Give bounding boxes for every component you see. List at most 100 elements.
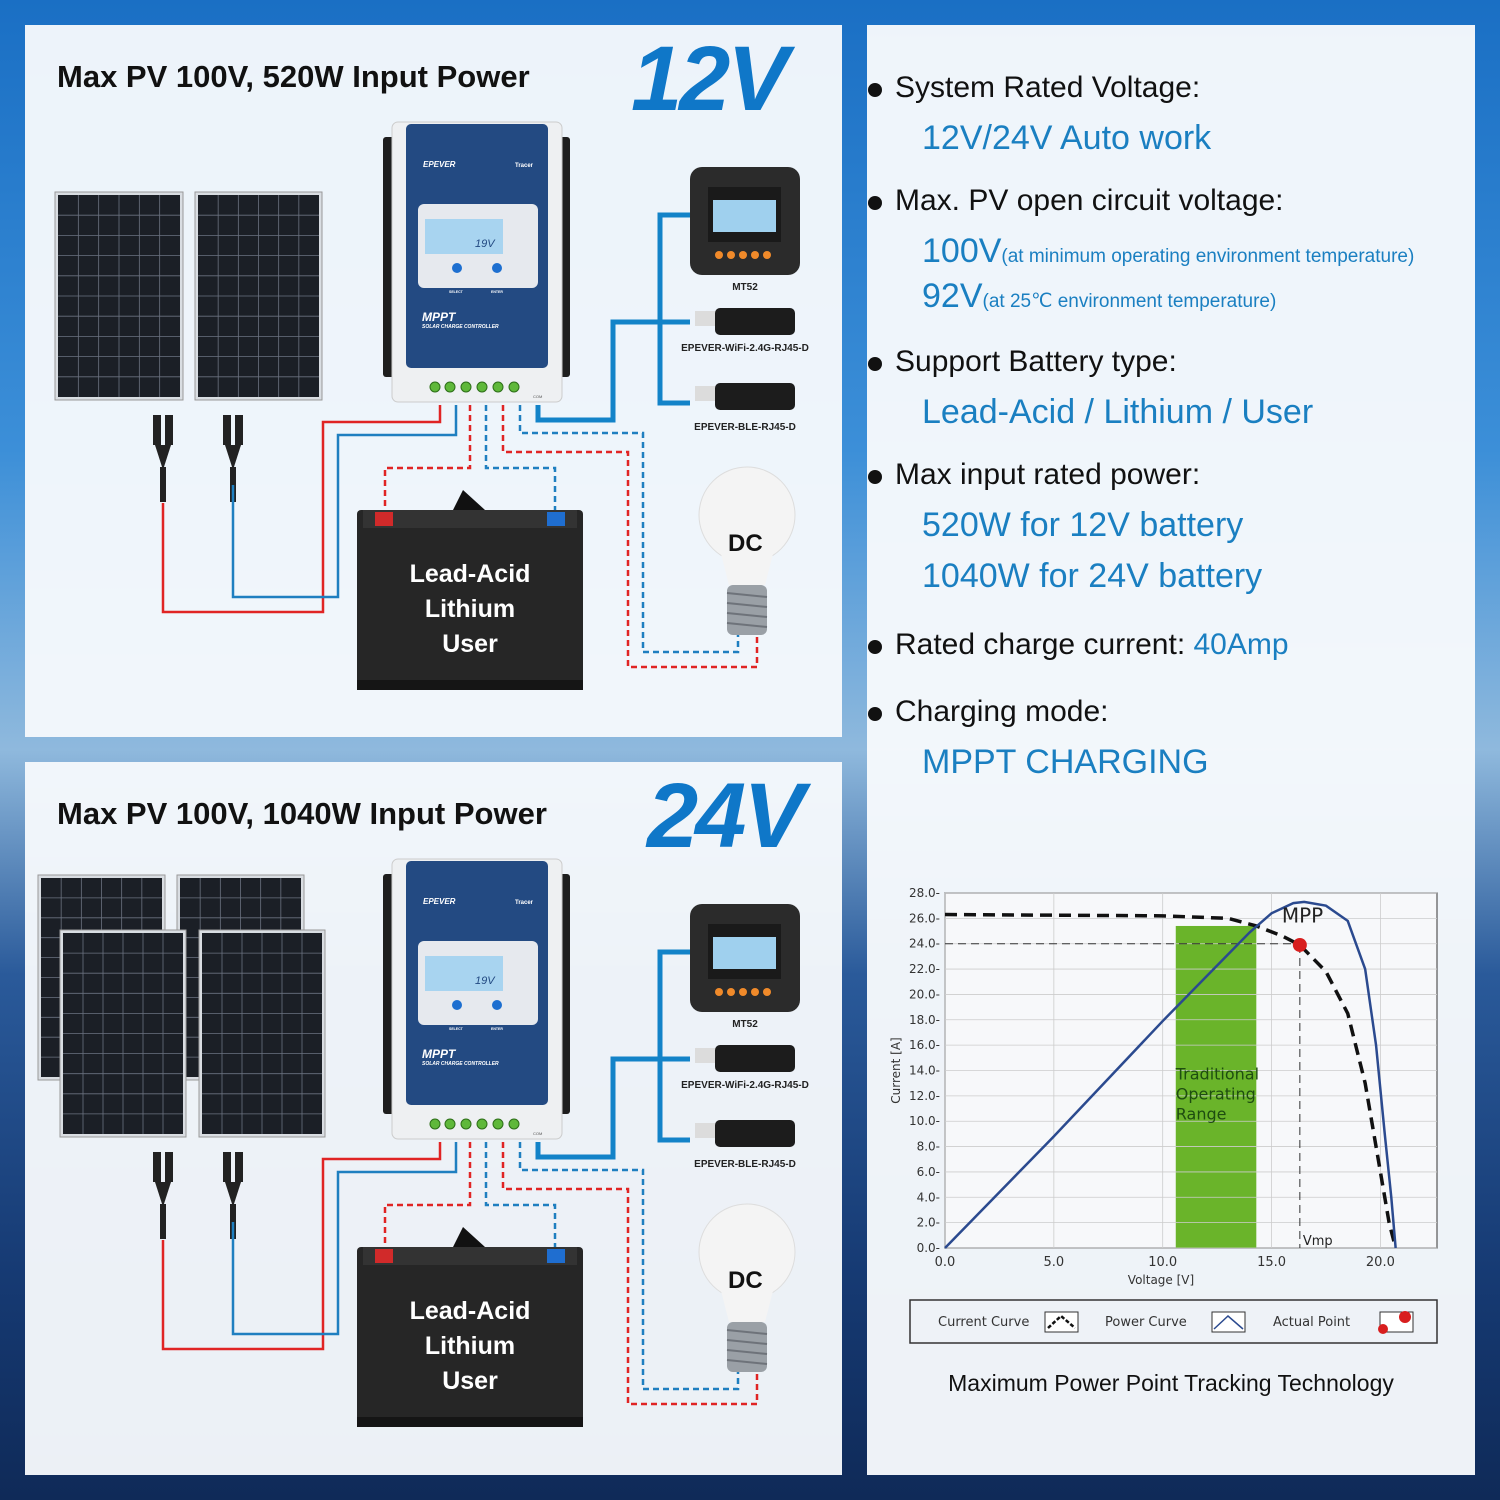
battery-handle bbox=[453, 1227, 485, 1247]
mc4-connector-icon bbox=[153, 415, 173, 502]
pv-positive-wire bbox=[161, 405, 442, 614]
lcd-screen bbox=[425, 956, 503, 991]
battery bbox=[357, 490, 583, 690]
mt52-screen bbox=[713, 937, 776, 969]
spec-input-power-label: Max input rated power: bbox=[867, 458, 1201, 491]
x-tick-label: 5.0 bbox=[1044, 1255, 1065, 1270]
spec-rated-voltage-value: 12V/24V Auto work bbox=[922, 119, 1212, 157]
solar-panel bbox=[194, 191, 323, 401]
y-tick-label: 18.0- bbox=[909, 1013, 940, 1027]
dongle-body bbox=[715, 1120, 795, 1147]
current-curve bbox=[944, 912, 1398, 1249]
y-tick-label: 16.0- bbox=[909, 1038, 940, 1052]
x-tick-label: 15.0 bbox=[1257, 1255, 1286, 1270]
ble-dongle bbox=[695, 383, 795, 410]
terminal-screw bbox=[492, 1118, 504, 1130]
mt52-button bbox=[727, 251, 735, 259]
mc4-connector-icon bbox=[153, 1152, 173, 1239]
mt52-button bbox=[739, 988, 747, 996]
dongle-body bbox=[715, 308, 795, 335]
com-cable bbox=[535, 319, 690, 423]
battery-base bbox=[357, 680, 583, 690]
vmp-label: Vmp bbox=[1303, 1234, 1333, 1249]
select-label: SELECT bbox=[449, 290, 464, 294]
mt52-button bbox=[763, 251, 771, 259]
wifi-dongle bbox=[695, 308, 795, 335]
terminal-screw bbox=[508, 1118, 520, 1130]
legend-current-swatch bbox=[1044, 1311, 1079, 1333]
bulb-thread bbox=[726, 1359, 768, 1365]
wifi-dongle-label: EPEVER-WiFi-2.4G-RJ45-D bbox=[681, 1080, 809, 1091]
mt52-screen bbox=[713, 200, 776, 232]
negative-terminal bbox=[547, 1249, 565, 1263]
power-curve bbox=[944, 900, 1397, 1249]
spec-input-power-24v: 1040W for 24V battery bbox=[922, 557, 1263, 595]
mc4-connector-icon bbox=[223, 1152, 243, 1239]
diagram-title: Max PV 100V, 1040W Input Power bbox=[57, 796, 547, 831]
battery-positive-wire bbox=[383, 1142, 472, 1249]
pv-voltage-note: (at minimum operating environment temper… bbox=[1001, 246, 1415, 267]
mt52-button bbox=[739, 251, 747, 259]
y-tick-label: 12.0- bbox=[909, 1089, 940, 1103]
legend-power-swatch bbox=[1211, 1311, 1246, 1333]
chart-caption: Maximum Power Point Tracking Technology bbox=[948, 1370, 1394, 1396]
select-label: SELECT bbox=[449, 1027, 464, 1031]
mt52-button bbox=[727, 988, 735, 996]
charge-current-label: Rated charge current: bbox=[895, 628, 1194, 661]
positive-terminal bbox=[375, 1249, 393, 1263]
battery-type-user: User bbox=[442, 1367, 498, 1395]
operating-range-label: Traditional bbox=[1175, 1064, 1259, 1083]
select-button bbox=[452, 263, 462, 273]
bulb-thread bbox=[726, 612, 768, 618]
terminal-screw bbox=[429, 381, 441, 393]
terminal-screw bbox=[444, 1118, 456, 1130]
system-voltage-heading: 12V bbox=[631, 28, 789, 130]
connector bbox=[165, 415, 173, 445]
mt52-label: MT52 bbox=[732, 282, 758, 293]
connector-tail bbox=[160, 1204, 166, 1239]
bulb-thread bbox=[726, 1339, 768, 1345]
enter-label: ENTER bbox=[491, 290, 503, 294]
terminal-screw bbox=[429, 1118, 441, 1130]
terminal-screw bbox=[492, 381, 504, 393]
battery-type-lead-acid: Lead-Acid bbox=[409, 1297, 531, 1325]
connector bbox=[235, 1152, 243, 1182]
battery-handle bbox=[453, 490, 485, 510]
y-tick-label: 14.0- bbox=[909, 1064, 940, 1078]
terminal-screw bbox=[476, 1118, 488, 1130]
model-label: Tracer bbox=[515, 900, 534, 906]
mppt-chart: 0.0-2.0-4.0-6.0-8.0-10.0-12.0-14.0-16.0-… bbox=[889, 886, 1438, 1344]
mppt-label: MPPT bbox=[422, 310, 457, 324]
bulb-thread bbox=[726, 592, 768, 598]
battery-lid bbox=[363, 510, 577, 528]
battery-negative-wire bbox=[484, 405, 557, 512]
com-cable bbox=[535, 1056, 690, 1160]
system-voltage-heading: 24V bbox=[647, 765, 805, 867]
battery-types: Lead-Acid Lithium User bbox=[357, 557, 583, 662]
pv-negative-wire bbox=[231, 405, 458, 599]
legend-label: Current Curve bbox=[938, 1315, 1029, 1330]
mc4-connector-icon bbox=[223, 415, 243, 502]
dc-load-label: DC bbox=[728, 1267, 763, 1294]
model-label: Tracer bbox=[515, 163, 534, 169]
rj45-plug bbox=[695, 1048, 717, 1063]
spec-battery-type-value: Lead-Acid / Lithium / User bbox=[922, 393, 1314, 431]
pv-voltage-value: 100V bbox=[922, 232, 1002, 270]
spec-pv-voltage-1: 100V(at minimum operating environment te… bbox=[922, 232, 1414, 271]
legend-point-dot bbox=[1399, 1311, 1411, 1323]
com-bracket bbox=[657, 949, 690, 1143]
battery-types: Lead-Acid Lithium User bbox=[357, 1294, 583, 1399]
spec-charging-mode-value: MPPT CHARGING bbox=[922, 743, 1209, 781]
enter-button bbox=[492, 263, 502, 273]
terminal-screw bbox=[444, 381, 456, 393]
battery-base bbox=[357, 1417, 583, 1427]
operating-range-band bbox=[1175, 925, 1257, 1248]
battery-type-lead-acid: Lead-Acid bbox=[409, 560, 531, 588]
operating-range-label: Range bbox=[1176, 1104, 1227, 1123]
y-tick-label: 6.0- bbox=[917, 1165, 940, 1179]
